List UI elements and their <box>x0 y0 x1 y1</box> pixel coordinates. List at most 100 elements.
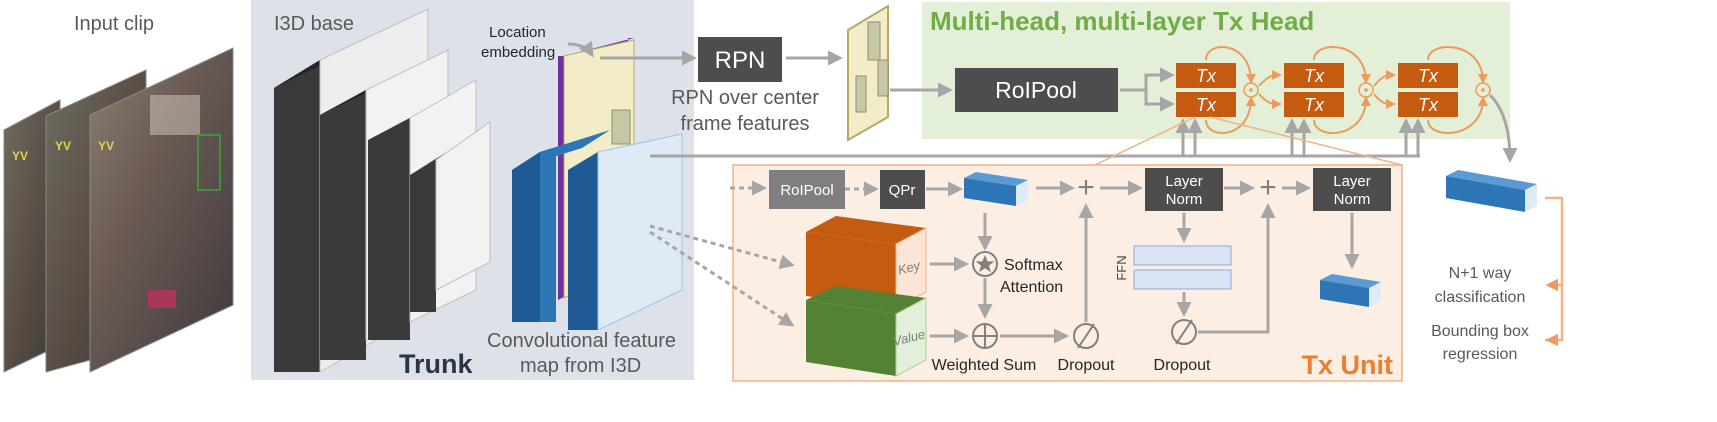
proposal-box-1 <box>867 21 881 61</box>
dropout-2-to-add-2 <box>1198 203 1276 334</box>
softmax-label-1: Softmax <box>1004 257 1063 274</box>
dropout-2-slash <box>1175 319 1193 345</box>
tx-3-residual-loop <box>1427 46 1488 84</box>
layer-norm-1-line-2: Norm <box>1166 191 1203 208</box>
weighted-sum-label: Weighted Sum <box>932 357 1037 374</box>
softmax-star-icon <box>975 255 995 273</box>
unit-output-end <box>1369 282 1381 307</box>
ffn-label: FFN <box>1114 255 1129 280</box>
rpn-box <box>698 37 782 82</box>
clip-person-box <box>197 134 221 191</box>
location-embedding-pointer <box>567 40 594 58</box>
i3d-base-label: I3D base <box>274 13 354 35</box>
head-roipool-box <box>955 68 1118 112</box>
value-block-side <box>895 297 927 377</box>
block-2-side <box>320 90 366 360</box>
ffn-layer-1 <box>1133 245 1232 266</box>
trunk-title: Trunk <box>399 349 473 379</box>
tx-2-residual-loop-b <box>1313 96 1371 134</box>
trunk-to-value-dotted <box>649 230 795 327</box>
dropout-2-op <box>1171 319 1197 345</box>
tx-unit-title: Tx Unit <box>1302 350 1394 380</box>
tx-2b <box>1284 92 1344 117</box>
conv-feature-map <box>512 130 683 331</box>
bbox-label-1: Bounding box <box>1431 323 1529 340</box>
classification-label-1: N+1 way <box>1449 265 1512 282</box>
softmax-op <box>972 251 998 277</box>
tx-2a <box>1284 63 1344 88</box>
output-bracket <box>1545 196 1564 342</box>
concat-2-to-tx-3b <box>1373 93 1396 109</box>
block-1-side <box>274 60 320 372</box>
proposal-box-2 <box>855 75 867 113</box>
ffn-layer-2 <box>1133 269 1232 290</box>
classification-label-2: classification <box>1435 289 1526 306</box>
proposal-box-3 <box>877 59 889 97</box>
tx-2-residual-loop <box>1313 46 1371 84</box>
concat-op-3-dot <box>1481 88 1485 92</box>
output-feature-front <box>1446 176 1525 212</box>
qpr-label: QPr <box>889 182 916 199</box>
tx-to-unit-expand-left <box>1094 116 1196 166</box>
tx-3b <box>1398 92 1458 117</box>
output-feature-end <box>1525 184 1537 212</box>
layer-norm-1-box <box>1145 168 1223 211</box>
block-4-side <box>410 160 436 312</box>
location-embedding-label-2: embedding <box>481 44 555 61</box>
trunk-to-key-dotted <box>649 224 795 270</box>
value-block-front <box>806 300 896 376</box>
qpr-box <box>880 170 925 209</box>
unit-output-top <box>1320 274 1381 288</box>
concat-op-2-dot <box>1364 88 1368 92</box>
add-op-2: + <box>1259 171 1277 204</box>
dropout-2-label: Dropout <box>1154 357 1211 374</box>
tx-1a <box>1176 63 1236 88</box>
clip-logo-3: YV <box>98 139 114 153</box>
tx-3b-label: Tx <box>1418 95 1439 115</box>
layer-norm-1-line-1: Layer <box>1165 173 1203 190</box>
layer-norm-2-box <box>1313 168 1391 211</box>
dropout-1-label: Dropout <box>1058 357 1115 374</box>
tx-1a-label: Tx <box>1196 66 1217 86</box>
feature-block-1-side <box>512 152 540 322</box>
block-4-front <box>435 121 491 291</box>
tx-1b <box>1176 92 1236 117</box>
clip-window-highlight <box>150 95 200 135</box>
head-to-output-arrow <box>1488 93 1518 163</box>
arrow-roipool-to-tx-bottom <box>1144 90 1175 112</box>
feature-block-2-front <box>597 133 683 331</box>
head-title: Multi-head, multi-layer Tx Head <box>930 6 1314 36</box>
location-embedding-label-1: Location <box>489 24 546 41</box>
tx-2b-label: Tx <box>1304 95 1325 115</box>
input-clip-title: Input clip <box>74 13 154 35</box>
key-block-top <box>806 216 926 244</box>
concat-op-1-dot <box>1249 88 1253 92</box>
tx-1-residual-loop <box>1205 46 1256 84</box>
tx-3a-label: Tx <box>1418 66 1439 86</box>
dropout-1-op <box>1073 323 1099 349</box>
feature-block-1-front <box>540 147 556 322</box>
key-block-front <box>806 232 896 308</box>
clip-pink-object <box>148 290 176 308</box>
layer-norm-2-line-1: Layer <box>1333 173 1371 190</box>
clip-logo-2: YV <box>55 139 71 153</box>
bbox-label-2: regression <box>1443 346 1518 363</box>
query-feature-end <box>1016 180 1028 206</box>
layer-norm-2-line-2: Norm <box>1334 191 1371 208</box>
tx-3-residual-loop-b <box>1427 96 1488 134</box>
query-feature-top <box>964 172 1028 186</box>
concat-2-to-tx-3a <box>1373 70 1396 87</box>
rpn-caption-2: frame features <box>681 113 810 135</box>
output-feature-top <box>1446 170 1537 190</box>
i3d-base-blocks <box>274 8 491 373</box>
tx-1-residual-loop-b <box>1205 96 1256 134</box>
dropout-1-slash <box>1077 323 1095 349</box>
tx-to-unit-expand-right <box>1209 116 1403 166</box>
location-patch <box>611 109 631 145</box>
rpn-label: RPN <box>715 47 766 74</box>
key-block-side <box>895 227 927 309</box>
unit-roipool-box <box>769 170 845 209</box>
value-block-top <box>806 286 926 314</box>
key-label: Key <box>896 257 923 277</box>
